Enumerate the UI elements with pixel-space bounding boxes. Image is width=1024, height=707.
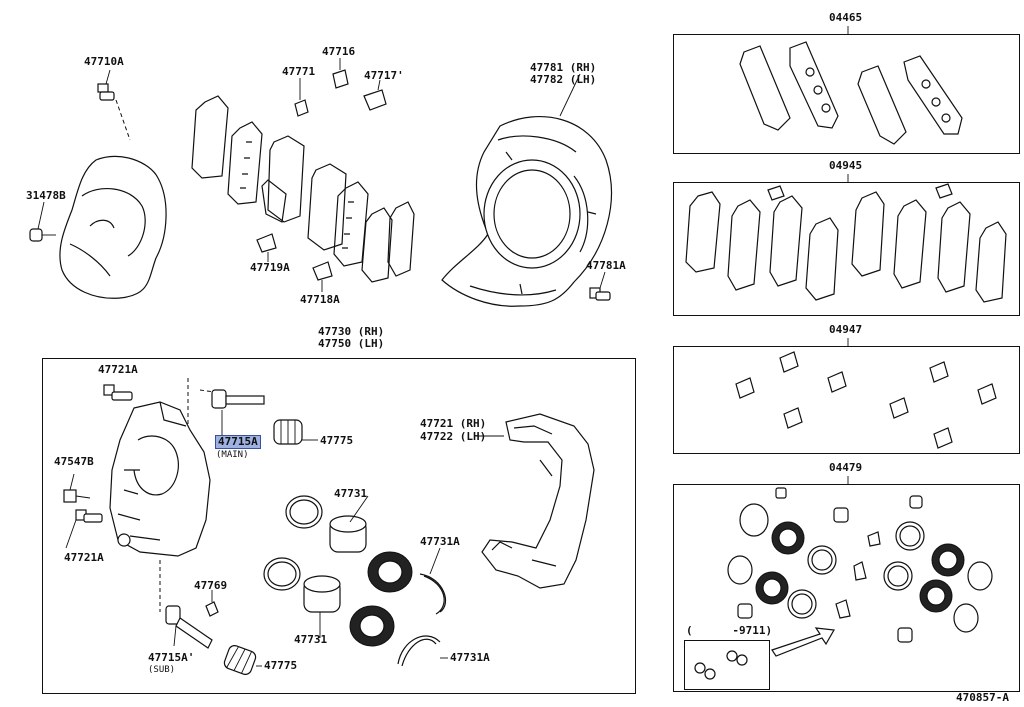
part-label-47782[interactable]: 47782 (LH) <box>530 73 597 86</box>
part-label-47718a[interactable]: 47718A <box>300 293 340 306</box>
sub-note: (SUB) <box>148 665 176 675</box>
bushing-31478b-drawing <box>29 228 56 242</box>
part-label-47771[interactable]: 47771 <box>282 65 316 78</box>
part-label-47731a-top[interactable]: 47731A <box>420 535 460 548</box>
part-label-47750[interactable]: 47750 (LH) <box>318 337 385 350</box>
part-label-47721a-top[interactable]: 47721A <box>98 363 138 376</box>
kit-04945-box <box>673 182 1020 316</box>
part-label-47775-top[interactable]: 47775 <box>320 434 354 447</box>
part-label-47731a-bottom[interactable]: 47731A <box>450 651 490 664</box>
dust-cover-47781-drawing <box>441 73 613 307</box>
date-range-note: ( -9711) <box>686 624 773 637</box>
guide-pin-sub-drawing <box>159 560 213 649</box>
part-label-31478b[interactable]: 31478B <box>26 189 66 202</box>
kit-04465-box <box>673 34 1020 154</box>
kit-label-04947[interactable]: 04947 <box>829 323 863 336</box>
part-label-47710a[interactable]: 47710A <box>84 55 124 68</box>
kit-04479-drawing <box>694 487 993 680</box>
kit-04945-drawing <box>685 183 1007 303</box>
pad-set-drawing <box>191 95 415 283</box>
caliper-cylinder-drawing <box>109 378 215 557</box>
part-label-47769[interactable]: 47769 <box>194 579 228 592</box>
kit-04479-box <box>673 484 1020 692</box>
mounting-bolt-drawing <box>103 384 133 401</box>
pistons-seals-drawing <box>263 495 447 667</box>
caliper-assembly-box <box>42 358 636 694</box>
boot-47775-top-drawing <box>273 419 303 445</box>
boot-47775-bottom-drawing <box>223 645 257 675</box>
part-label-47719a[interactable]: 47719A <box>250 261 290 274</box>
caliper-body-drawing <box>59 155 167 299</box>
bolt-47710a-drawing <box>97 83 131 141</box>
part-label-47547b[interactable]: 47547B <box>54 455 94 468</box>
part-label-47731-top[interactable]: 47731 <box>334 487 368 500</box>
cap-47769-drawing <box>205 601 219 617</box>
kit-04947-box <box>673 346 1020 454</box>
clips-47719a-47718a-drawing <box>256 233 333 292</box>
part-label-47721[interactable]: 47721 (RH) <box>420 417 487 430</box>
part-label-47717[interactable]: 47717' <box>364 69 404 82</box>
part-label-47730[interactable]: 47730 (RH) <box>318 325 385 338</box>
kit-label-04465[interactable]: 04465 <box>829 11 863 24</box>
bleeder-47547b-drawing <box>63 489 103 523</box>
part-label-47781a[interactable]: 47781A <box>586 259 626 272</box>
part-label-47781[interactable]: 47781 (RH) <box>530 61 597 74</box>
part-label-47716[interactable]: 47716 <box>322 45 356 58</box>
kit-04947-drawing <box>735 351 997 449</box>
kit-label-04945[interactable]: 04945 <box>829 159 863 172</box>
figure-number: 470857-A <box>956 691 1009 704</box>
torque-plate-47721-drawing <box>481 413 595 589</box>
part-label-47722[interactable]: 47722 (LH) <box>420 430 487 443</box>
part-label-47731-bottom[interactable]: 47731 <box>294 633 328 646</box>
part-label-47775-bottom[interactable]: 47775 <box>264 659 298 672</box>
clips-47771-47716-47717-drawing <box>294 58 387 117</box>
leader-lines <box>37 26 849 667</box>
date-range-subbox <box>684 640 770 690</box>
part-label-47715a-sub[interactable]: 47715A' <box>148 651 195 664</box>
guide-pin-main-drawing <box>211 389 265 409</box>
kit-label-04479[interactable]: 04479 <box>829 461 863 474</box>
main-note: (MAIN) <box>216 450 249 460</box>
part-label-47715a-main[interactable]: 47715A <box>215 435 261 449</box>
part-label-47721a-bottom[interactable]: 47721A <box>64 551 104 564</box>
kit-04465-drawing <box>739 41 963 145</box>
bolt-47781a-drawing <box>589 271 611 301</box>
